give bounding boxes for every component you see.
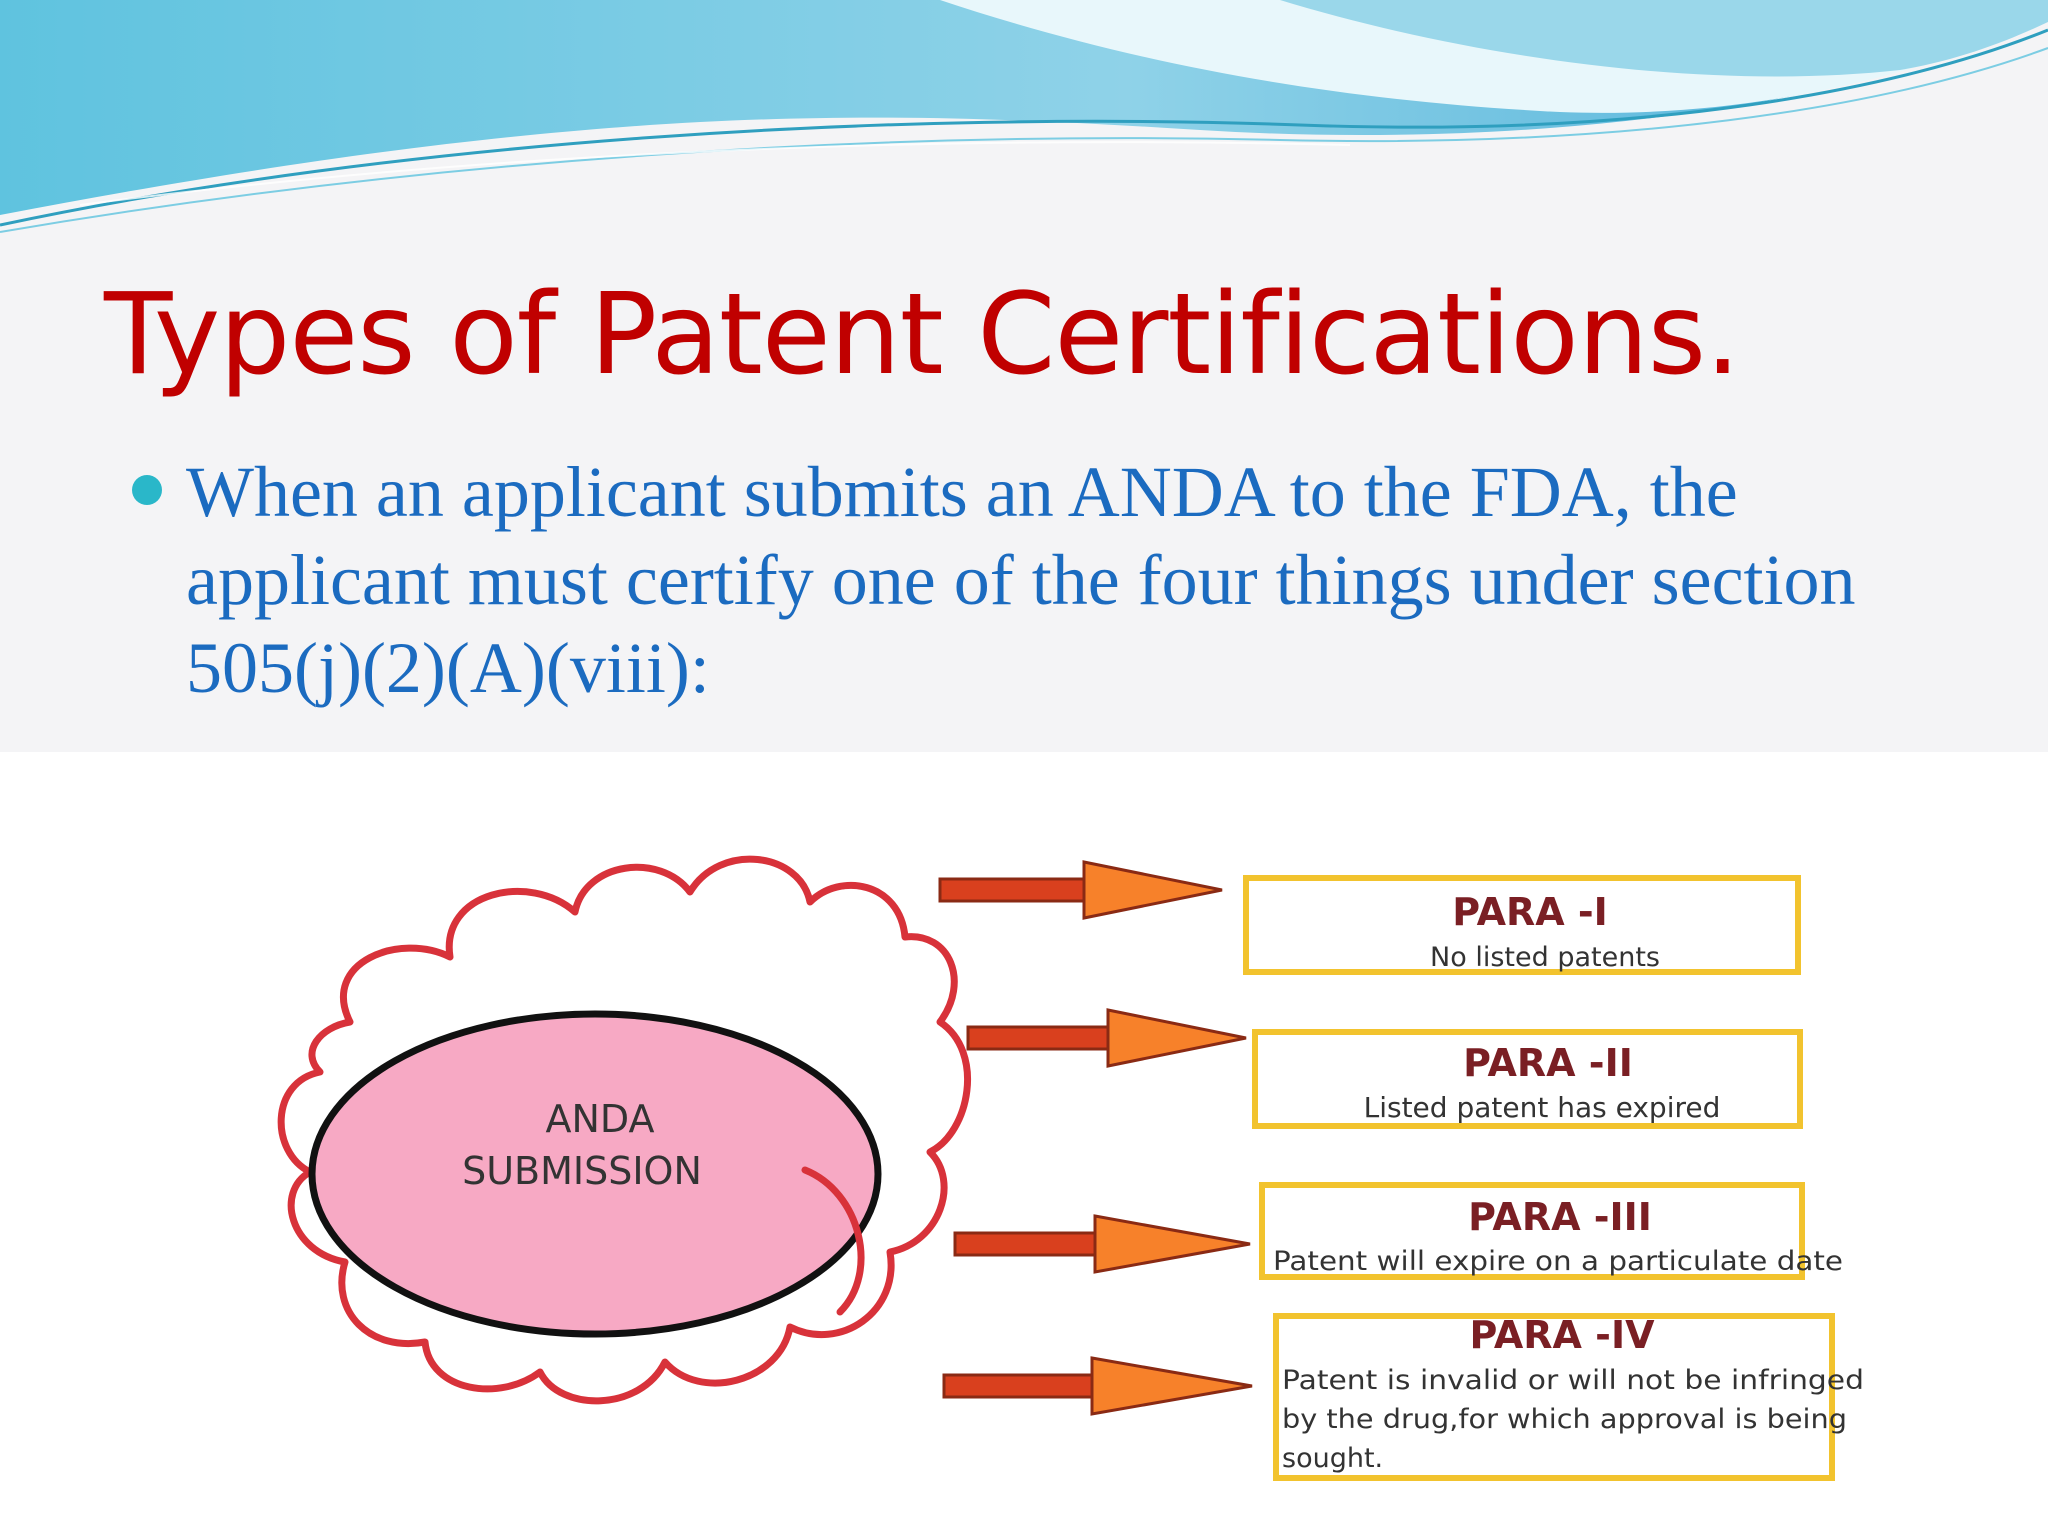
arrow-1 bbox=[938, 860, 1223, 920]
bullet-text: When an applicant submits an ANDA to the… bbox=[186, 452, 1856, 708]
box-line-4-3: sought. bbox=[1282, 1443, 1383, 1474]
box-line-4-2: by the drug,for which approval is being bbox=[1282, 1404, 1847, 1435]
box-line-3-1: Patent will expire on a particulate date bbox=[1273, 1246, 1843, 1277]
diagram-area: ANDA SUBMISSION PARA -I No listed patent… bbox=[0, 752, 2048, 1536]
box-para-4: PARA -IV Patent is invalid or will not b… bbox=[1273, 1313, 1864, 1481]
anda-ellipse bbox=[308, 1010, 882, 1338]
center-label-line-1: ANDA bbox=[545, 1097, 654, 1141]
cloud-curl bbox=[801, 1166, 865, 1316]
box-heading-2: PARA -II bbox=[1463, 1041, 1633, 1085]
box-line-1-1: No listed patents bbox=[1430, 942, 1660, 973]
box-line-4-1: Patent is invalid or will not be infring… bbox=[1282, 1365, 1864, 1396]
arrow-4 bbox=[942, 1356, 1253, 1416]
box-heading-4: PARA -IV bbox=[1470, 1313, 1656, 1357]
box-para-2: PARA -II Listed patent has expired bbox=[1252, 1029, 1803, 1129]
center-label-line-2: SUBMISSION bbox=[462, 1149, 702, 1193]
box-heading-3: PARA -III bbox=[1468, 1195, 1652, 1239]
arrow-2 bbox=[966, 1008, 1247, 1068]
slide-title: Types of Patent Certifications. bbox=[104, 270, 1741, 400]
box-para-3: PARA -III Patent will expire on a partic… bbox=[1259, 1182, 1843, 1280]
wave-banner bbox=[0, 0, 2048, 233]
bullet-dot bbox=[132, 475, 162, 505]
anda-diagram: ANDA SUBMISSION PARA -I No listed patent… bbox=[277, 855, 1864, 1481]
box-heading-1: PARA -I bbox=[1452, 890, 1608, 934]
box-line-2-1: Listed patent has expired bbox=[1364, 1091, 1721, 1124]
arrow-3 bbox=[953, 1214, 1251, 1274]
box-para-1: PARA -I No listed patents bbox=[1243, 875, 1801, 975]
